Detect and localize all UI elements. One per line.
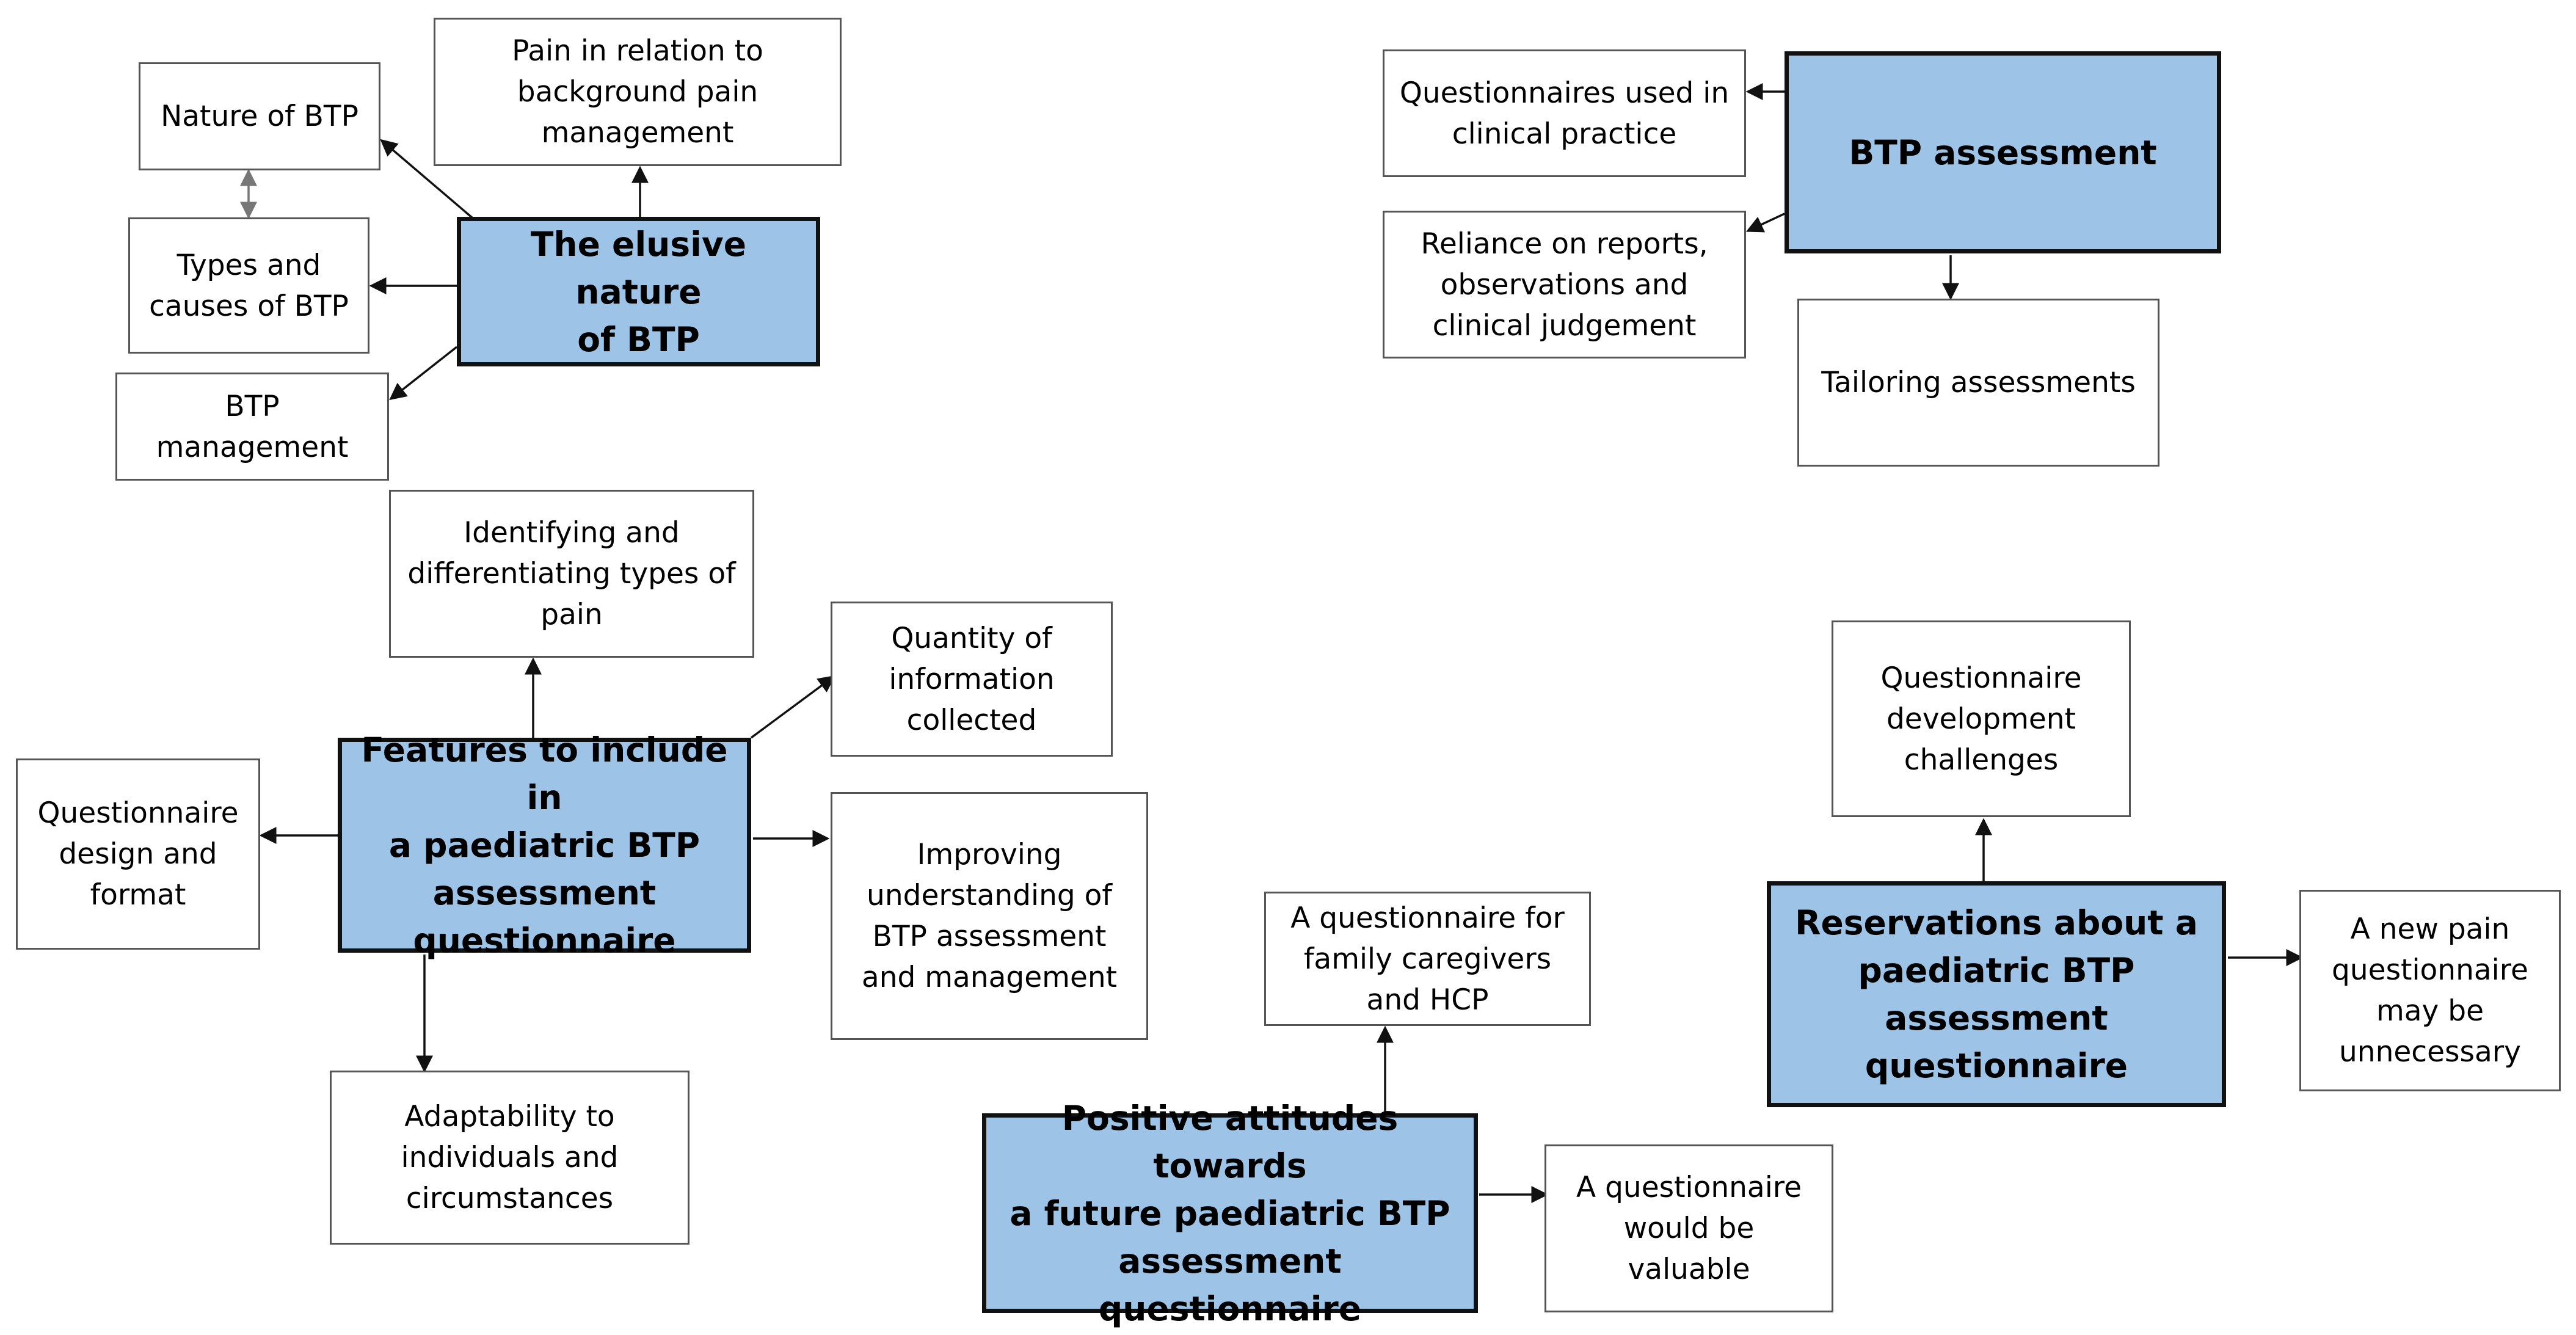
subtheme-pain-relation-label: Pain in relation to background pain mana… (512, 34, 763, 150)
subtheme-identifying: Identifying and differentiating types of… (389, 490, 754, 658)
theme-features-label: Features to include in a paediatric BTP … (361, 730, 728, 960)
subtheme-nature-of-btp: Nature of BTP (139, 62, 380, 170)
subtheme-improving-label: Improving understanding of BTP assessmen… (861, 838, 1118, 994)
arrow-features-to-quantity (750, 675, 835, 739)
subtheme-reliance: Reliance on reports, observations and cl… (1383, 211, 1746, 358)
arrow-assessment-to-reliance (1745, 213, 1785, 233)
subtheme-design-format-label: Questionnaire design and format (37, 796, 239, 912)
subtheme-development-challenges-label: Questionnaire development challenges (1880, 661, 2082, 777)
theme-btp-assessment-label: BTP assessment (1849, 133, 2157, 172)
theme-features: Features to include in a paediatric BTP … (338, 730, 751, 960)
subtheme-nature-of-btp-label: Nature of BTP (161, 100, 358, 133)
subtheme-tailoring: Tailoring assessments (1797, 299, 2159, 467)
theme-reservations-label: Reservations about a paediatric BTP asse… (1795, 903, 2198, 1085)
subtheme-would-be-valuable: A questionnaire would be valuable (1545, 1144, 1833, 1312)
theme-positive-attitudes-label: Positive attitudes towards a future paed… (1010, 1098, 1450, 1328)
subtheme-family-caregivers-label: A questionnaire for family caregivers an… (1290, 901, 1565, 1017)
subtheme-adaptability: Adaptability to individuals and circumst… (330, 1071, 689, 1245)
subtheme-new-pain-unnecessary: A new pain questionnaire may be unnecess… (2299, 890, 2561, 1091)
theme-positive-attitudes: Positive attitudes towards a future paed… (982, 1099, 1478, 1328)
subtheme-identifying-label: Identifying and differentiating types of… (407, 516, 736, 631)
subtheme-types-causes: Types and causes of BTP (128, 217, 369, 354)
subtheme-btp-management: BTP management (115, 373, 389, 481)
subtheme-would-be-valuable-label: A questionnaire would be valuable (1576, 1171, 1802, 1286)
subtheme-quantity-label: Quantity of information collected (889, 621, 1055, 737)
subtheme-quantity: Quantity of information collected (831, 602, 1113, 757)
theme-reservations: Reservations about a paediatric BTP asse… (1767, 881, 2226, 1107)
subtheme-questionnaires-used: Questionnaires used in clinical practice (1383, 49, 1746, 177)
subtheme-tailoring-label: Tailoring assessments (1821, 366, 2136, 399)
arrow-elusive-to-btp-management (389, 346, 458, 401)
subtheme-adaptability-label: Adaptability to individuals and circumst… (401, 1100, 619, 1215)
subtheme-development-challenges: Questionnaire development challenges (1832, 620, 2131, 817)
arrow-elusive-to-nature (380, 139, 475, 220)
theme-elusive-nature-label: The elusive nature of BTP (530, 224, 747, 359)
subtheme-btp-management-label: BTP management (156, 389, 349, 464)
subtheme-types-causes-label: Types and causes of BTP (149, 248, 349, 323)
subtheme-new-pain-unnecessary-label: A new pain questionnaire may be unnecess… (2332, 912, 2528, 1069)
theme-elusive-nature: The elusive nature of BTP (457, 217, 820, 366)
subtheme-family-caregivers: A questionnaire for family caregivers an… (1264, 892, 1591, 1026)
theme-btp-assessment: BTP assessment (1785, 51, 2221, 253)
subtheme-questionnaires-used-label: Questionnaires used in clinical practice (1399, 76, 1730, 151)
subtheme-reliance-label: Reliance on reports, observations and cl… (1421, 227, 1708, 343)
subtheme-design-format: Questionnaire design and format (16, 758, 260, 950)
subtheme-pain-relation: Pain in relation to background pain mana… (434, 18, 842, 166)
subtheme-improving: Improving understanding of BTP assessmen… (831, 792, 1148, 1040)
